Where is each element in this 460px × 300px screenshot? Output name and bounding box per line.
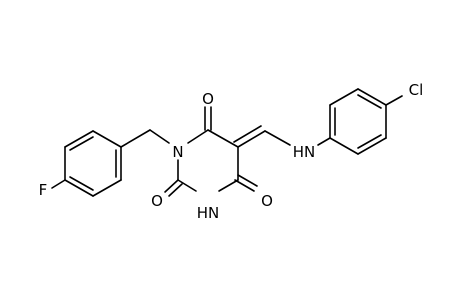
- atom-label-n3h: HN: [197, 204, 220, 222]
- bond-fp-6-1: [92, 130, 122, 148]
- bond-cp-6-1: [329, 137, 359, 155]
- bond-c6-c5: [207, 129, 239, 148]
- bond-c2-o-b: [168, 183, 183, 197]
- atom-label-f: F: [39, 181, 48, 199]
- bond-c4-n3: [218, 179, 239, 192]
- bond-n1-c6: [187, 129, 209, 144]
- atom-label-o-c4: O: [261, 192, 273, 210]
- benzyl-linker: [120, 129, 170, 148]
- methylidene-link: [233, 125, 331, 148]
- bond-nh-aryl: [317, 137, 331, 146]
- bond-cp-5-6: [357, 137, 387, 155]
- atom-label-n1: N: [172, 143, 183, 161]
- bond-fp-3-4: [64, 179, 94, 197]
- carbonyl-bonds: [164, 106, 258, 197]
- pyrimidine-ring: [177, 129, 239, 192]
- bond-c-cl: [385, 95, 403, 106]
- atom-labels: O N O HN O HN F Cl: [39, 81, 424, 222]
- bond-n3-c2: [177, 179, 197, 192]
- bond-cp-3-4-inner: [357, 94, 382, 109]
- bond-ch-nh: [264, 130, 291, 146]
- bond-c5-ch-b: [233, 125, 262, 143]
- chlorophenyl-ring: [329, 88, 403, 155]
- bond-c5-ch-a: [237, 130, 266, 148]
- bond-fp-5-6-inner: [69, 136, 94, 151]
- bond-cp-3-4: [357, 88, 387, 106]
- fluorophenyl-ring: [51, 130, 122, 197]
- bond-cp-5-6-inner: [357, 134, 382, 149]
- atom-label-nh-link: HN: [293, 143, 316, 161]
- bond-ch2-ar: [120, 129, 151, 148]
- atom-label-cl: Cl: [409, 81, 424, 99]
- atom-label-o-c2: O: [151, 192, 163, 210]
- bond-c4-o-b: [237, 174, 258, 187]
- bond-fp-2-3: [92, 179, 122, 197]
- bond-fp-5-6: [64, 130, 94, 148]
- bond-c4-o-a: [234, 179, 255, 192]
- bond-cp-2-3: [329, 88, 359, 106]
- bond-fp-3-4-inner: [69, 176, 94, 191]
- bond-c2-o-a: [164, 179, 179, 193]
- bond-n1-ch2: [149, 129, 170, 144]
- bond-c-f: [51, 179, 66, 189]
- atom-label-o-top: O: [202, 90, 214, 108]
